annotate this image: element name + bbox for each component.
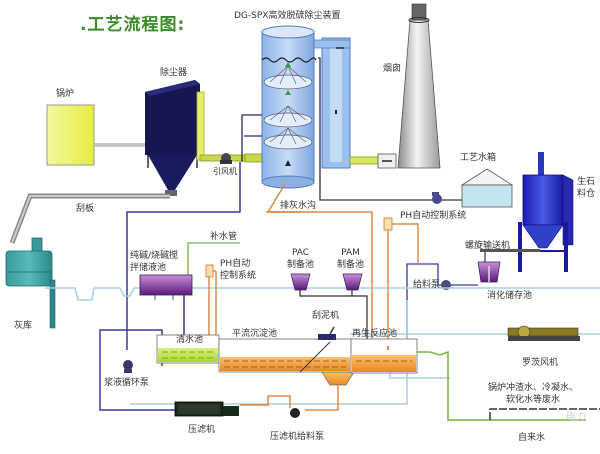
alkali-storage-tank xyxy=(139,274,193,335)
regeneration-pool xyxy=(350,338,418,374)
label-dust-collector: 除尘器 xyxy=(160,68,188,78)
label-feed-pump: 给料泵 xyxy=(413,280,441,290)
spray-pipes xyxy=(241,57,321,180)
label-ash-silo: 灰库 xyxy=(14,321,33,331)
label-roots-blower: 罗茨风机 xyxy=(522,358,559,368)
slurry-pipe xyxy=(240,385,339,411)
ash-silo xyxy=(5,237,56,329)
induced-fan xyxy=(220,153,232,164)
label-scraper: 刮板 xyxy=(76,204,95,214)
label-filter-press: 压滤机 xyxy=(188,425,216,435)
label-ph-system-1: PH自动控制系统 xyxy=(400,211,467,221)
label-wastewater: 锅炉冲渣水、冷凝水、 软化水等废水 xyxy=(488,383,579,405)
label-regen-pool: 再生反应池 xyxy=(352,329,398,339)
label-pam-tank: PAM 制备池 xyxy=(337,248,365,270)
label-sedimentation: 平流沉淀池 xyxy=(232,329,278,339)
screw-conveyor xyxy=(480,249,540,262)
ash-trench-pipe xyxy=(266,183,373,350)
label-circ-pump: 浆液循环泵 xyxy=(104,378,150,388)
label-process-water-tank: 工艺水箱 xyxy=(460,153,497,163)
scraper-conveyor xyxy=(9,193,170,244)
flue-to-chimney xyxy=(349,153,397,169)
diagram-title: .工艺流程图: xyxy=(80,15,186,35)
lime-silo xyxy=(518,152,574,272)
label-chimney: 烟囱 xyxy=(383,64,402,74)
filter-press-feed-pump xyxy=(290,408,300,418)
sedimentation-pool xyxy=(218,338,355,386)
pac-tank xyxy=(290,273,311,291)
label-scraper-machine: 刮泥机 xyxy=(312,311,340,321)
flue-pipe-to-tower xyxy=(196,91,271,163)
wastewater-pipe xyxy=(417,350,600,421)
filter-press xyxy=(174,401,239,417)
desulfurization-tower xyxy=(261,25,351,189)
label-digestion-tank: 消化储存池 xyxy=(487,291,533,301)
digestion-tank xyxy=(477,261,501,283)
boiler xyxy=(46,104,95,166)
roots-blower xyxy=(507,325,580,341)
label-makeup-pipe: 补水管 xyxy=(210,232,238,242)
label-boiler: 锅炉 xyxy=(56,89,75,99)
dosing-pipes xyxy=(299,290,368,340)
label-alkali-tank: 纯碱/烧碱搅 拌储液池 xyxy=(130,251,179,273)
makeup-water-pipe xyxy=(187,242,240,275)
label-pac-tank: PAC 制备池 xyxy=(287,248,315,270)
label-screw-conveyor: 螺旋输送机 xyxy=(465,241,511,251)
chimney xyxy=(397,3,441,169)
label-induced-fan: 引风机 xyxy=(213,167,237,176)
label-filter-feed-pump: 压滤机给料泵 xyxy=(270,432,325,442)
sludge-scraper xyxy=(318,326,336,340)
label-clear-pool: 清水池 xyxy=(176,335,204,345)
process-water-tank xyxy=(460,168,514,208)
dust-collector xyxy=(145,80,200,196)
label-lime-silo: 生石 料仓 xyxy=(577,177,596,199)
process-water-pump xyxy=(432,192,442,204)
label-tap-water: 自来水 xyxy=(518,433,546,443)
label-desulfurizer: DG-SPX高效脱硫除尘装置 xyxy=(234,11,341,21)
process-water-pipe xyxy=(319,180,462,201)
label-ph-system-2: PH自动 控制系统 xyxy=(220,259,257,281)
label-ash-trench: 排灰水沟 xyxy=(280,201,317,211)
slurry-circulation-pump xyxy=(123,360,133,373)
watermark: 电力 xyxy=(566,412,586,423)
clear-water-pool xyxy=(156,334,220,364)
feed-pipes xyxy=(406,263,478,340)
pam-tank xyxy=(342,273,363,291)
